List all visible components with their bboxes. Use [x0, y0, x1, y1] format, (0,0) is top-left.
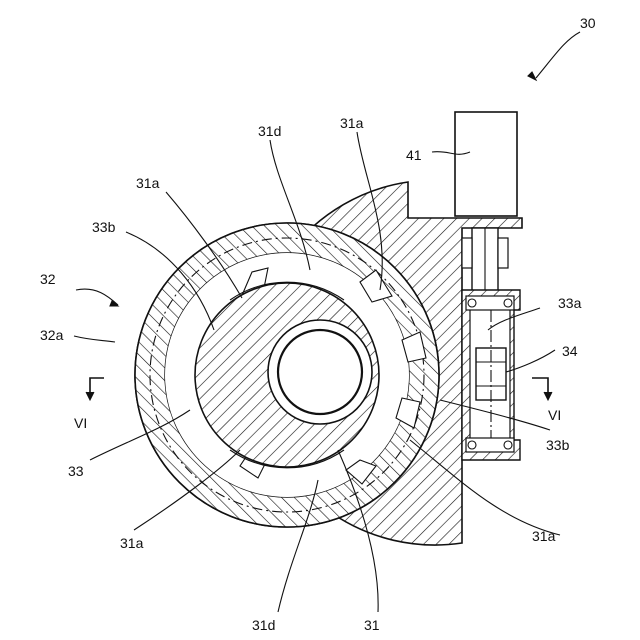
label-32: 32 [40, 271, 56, 287]
label-30: 30 [580, 15, 596, 31]
label-31a-left: 31a [136, 175, 160, 191]
label-31a-bottom-right: 31a [532, 528, 556, 544]
label-31a-bottom-left: 31a [120, 535, 144, 551]
label-vi-right: VI [548, 407, 561, 423]
label-31a-top: 31a [340, 115, 364, 131]
label-31d-top: 31d [258, 123, 281, 139]
center-bore [268, 320, 372, 424]
motor-41 [455, 112, 517, 216]
label-33a: 33a [558, 295, 582, 311]
label-31d-bottom: 31d [252, 617, 275, 633]
label-33: 33 [68, 463, 84, 479]
label-vi-left: VI [74, 415, 87, 431]
drive-shaft [462, 228, 508, 294]
label-31: 31 [364, 617, 380, 633]
label-33b-right: 33b [546, 437, 570, 453]
section-marker-right [532, 378, 552, 400]
label-32a: 32a [40, 327, 64, 343]
section-marker-left [86, 378, 104, 400]
label-41: 41 [406, 147, 422, 163]
worm-housing [462, 290, 520, 460]
label-33b-left: 33b [92, 219, 116, 235]
label-34: 34 [562, 343, 578, 359]
